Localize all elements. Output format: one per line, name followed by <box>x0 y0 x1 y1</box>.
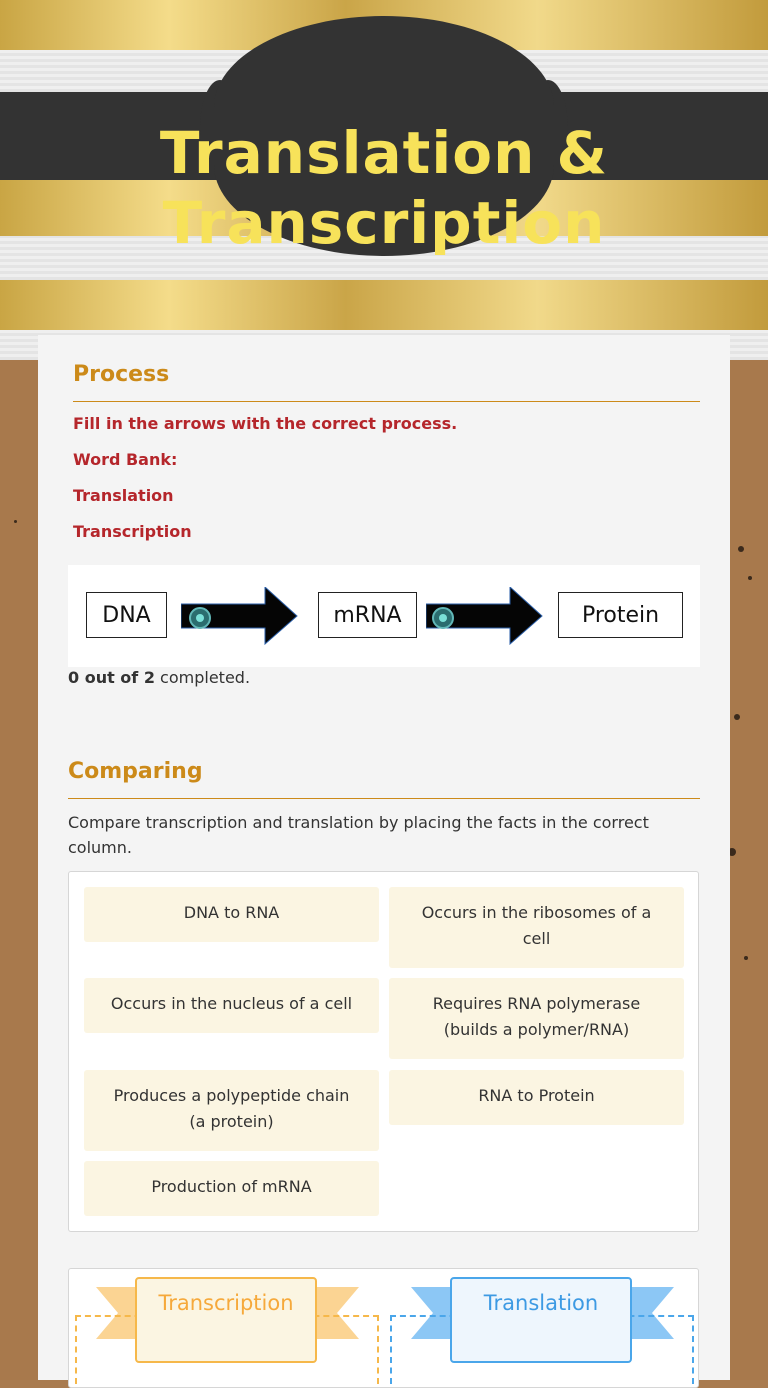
paper-speck <box>738 546 744 552</box>
paper-speck <box>14 520 17 523</box>
paper-speck <box>734 714 740 720</box>
process-heading: Process <box>73 362 170 387</box>
comparing-divider <box>68 798 700 799</box>
page-title-line1: Translation & <box>159 119 609 187</box>
fact-chip[interactable]: Occurs in the ribosomes of a cell <box>389 887 684 968</box>
progress-suffix: completed. <box>154 668 251 687</box>
transcription-column-label: Transcription <box>135 1277 317 1363</box>
gold-stripe <box>0 280 768 330</box>
process-divider <box>73 401 700 402</box>
progress-count: 0 out of 2 <box>68 668 155 687</box>
sorting-columns: Transcription Translation <box>68 1268 699 1388</box>
page-title-line2: Transcription <box>162 189 606 257</box>
fact-chip[interactable]: DNA to RNA <box>84 887 379 942</box>
page-title: Translation & Transcription <box>0 118 768 258</box>
mrna-box: mRNA <box>318 592 417 638</box>
fact-chip[interactable]: Requires RNA polymerase (builds a polyme… <box>389 978 684 1059</box>
paper-speck <box>744 956 748 960</box>
word-bank-item: Translation <box>73 486 174 505</box>
paper-speck <box>748 576 752 580</box>
translation-column-label: Translation <box>450 1277 632 1363</box>
progress-counter: 0 out of 2 completed. <box>68 668 250 687</box>
word-bank-item: Transcription <box>73 522 192 541</box>
facts-pool: DNA to RNA Occurs in the ribosomes of a … <box>68 871 699 1232</box>
word-bank-label: Word Bank: <box>73 450 178 469</box>
process-diagram: DNA mRNA Protein <box>68 565 700 667</box>
drop-target-arrow-2[interactable] <box>432 607 454 629</box>
comparing-description: Compare transcription and translation by… <box>68 813 649 857</box>
process-instruction: Fill in the arrows with the correct proc… <box>73 414 458 433</box>
fact-chip[interactable]: Production of mRNA <box>84 1161 379 1216</box>
comparing-heading: Comparing <box>68 759 203 784</box>
title-plaque <box>214 16 554 256</box>
fact-chip[interactable]: Produces a polypeptide chain (a protein) <box>84 1070 379 1151</box>
drop-target-arrow-1[interactable] <box>189 607 211 629</box>
fact-chip[interactable]: Occurs in the nucleus of a cell <box>84 978 379 1033</box>
paper-speck <box>728 848 736 856</box>
header-banner: Translation & Transcription <box>0 0 768 360</box>
protein-box: Protein <box>558 592 683 638</box>
fact-chip[interactable]: RNA to Protein <box>389 1070 684 1125</box>
dna-box: DNA <box>86 592 167 638</box>
